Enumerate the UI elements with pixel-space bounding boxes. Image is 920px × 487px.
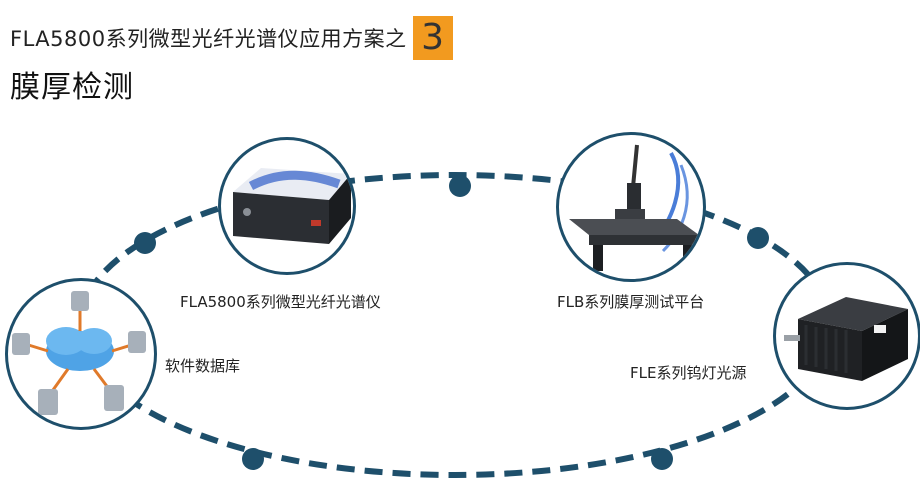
ring-dot	[449, 175, 471, 197]
lamp-image	[784, 297, 908, 381]
ring-dot	[242, 448, 264, 470]
platform-node	[556, 132, 706, 282]
header: FLA5800系列微型光纤光谱仪应用方案之 3	[10, 16, 453, 60]
platform-label: FLB系列膜厚测试平台	[557, 293, 705, 311]
number-badge: 3	[412, 16, 453, 60]
ring-dot	[134, 232, 156, 254]
lamp-node	[773, 262, 920, 410]
page-title: 膜厚检测	[10, 70, 134, 105]
ring-dot	[747, 227, 769, 249]
spectrometer-label: FLA5800系列微型光纤光谱仪	[180, 293, 381, 311]
platform-image	[569, 144, 699, 271]
spectrometer-node	[218, 137, 356, 275]
spectrometer-image	[233, 168, 351, 244]
dashed-ellipse	[77, 172, 833, 478]
database-label: 软件数据库	[165, 357, 241, 375]
subtitle: FLA5800系列微型光纤光谱仪应用方案之	[10, 27, 407, 51]
ring-dot	[651, 448, 673, 470]
database-node	[5, 278, 157, 430]
database-image	[12, 291, 146, 415]
lamp-label: FLE系列钨灯光源	[630, 364, 747, 382]
